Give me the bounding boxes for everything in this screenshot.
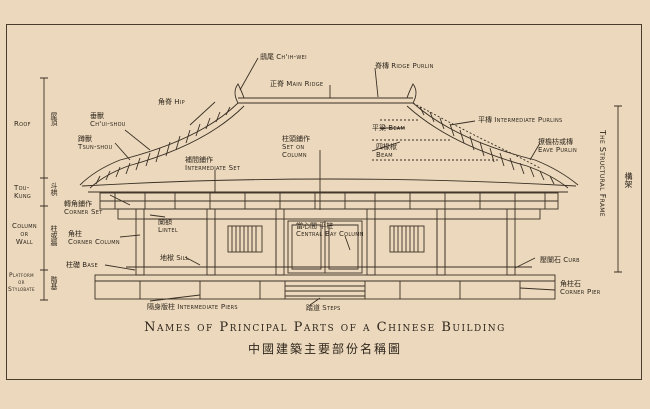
label-tou-kung-zh: 斗栱 (50, 182, 58, 196)
dimension-right (614, 105, 622, 273)
label-platform-zh: 階基 (50, 276, 58, 290)
roof-section-right (412, 102, 541, 169)
label-hip: 角脊 Hip (158, 98, 185, 106)
label-curb: 壓闌石 Curb (540, 256, 580, 264)
border-frame (6, 24, 642, 380)
label-sill: 地栿 Sill (160, 254, 189, 262)
title-english: Names of Principal Parts of a Chinese Bu… (144, 320, 506, 335)
chih-wei-right (406, 83, 417, 104)
label-intermediate-piers: 隔身版柱 Intermediate Piers (147, 303, 238, 311)
dimension-left (40, 77, 48, 301)
window-right (389, 225, 425, 253)
title-chinese: 中國建築主要部份名稱圖 (247, 342, 402, 356)
main-ridge-line (238, 97, 413, 104)
window-left (227, 225, 263, 253)
steps (284, 280, 366, 299)
label-structural-frame-zh: 構架 (624, 172, 633, 188)
label-main-ridge: 正脊 Main Ridge (270, 80, 324, 88)
label-roof: Roof (14, 120, 31, 128)
label-steps: 踏道 Steps (306, 304, 341, 312)
label-tou-kung: Tou-Kung (14, 184, 32, 200)
label-base: 柱礎 Base (66, 261, 98, 269)
platform (94, 274, 556, 300)
label-beam: 平梁 Beam (372, 124, 406, 132)
label-structural-frame: The Structural Frame (598, 130, 607, 217)
label-roof-zh: 屋頂 (50, 112, 58, 126)
label-ridge-purlin: 脊槫 Ridge Purlin (375, 62, 434, 70)
label-column-or-wall-zh: 柱或牆 (50, 225, 58, 246)
label-intermediate-purlins: 平槫 Intermediate Purlins (478, 116, 563, 124)
chih-wei-left (234, 83, 245, 104)
roof-hip-right (412, 102, 579, 186)
eave-edge (81, 178, 577, 187)
label-chih-wei: 鴟尾 Ch'ih-wei (260, 53, 307, 61)
